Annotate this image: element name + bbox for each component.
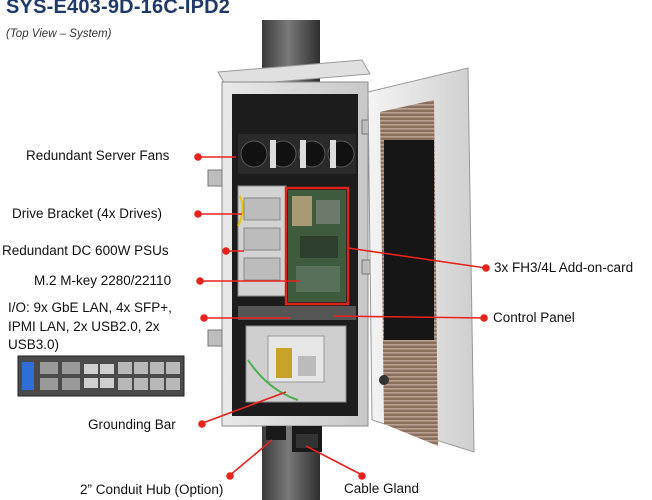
cable-glands [266, 426, 322, 452]
callout-addon-card: 3x FH3/4L Add-on-card [494, 260, 634, 275]
callout-psu: Redundant DC 600W PSUs [2, 243, 169, 258]
page-title: SYS-E403-9D-16C-IPD2 [6, 0, 231, 18]
callout-cable-gland: Cable Gland [344, 481, 420, 496]
drive-bracket [237, 185, 287, 297]
motherboard [284, 186, 350, 306]
callout-grounding: Grounding Bar [88, 417, 176, 432]
callout-drive-bracket: Drive Bracket (4x Drives) [12, 206, 163, 221]
open-door [367, 67, 475, 453]
callout-m2: M.2 M-key 2280/22110 [34, 273, 172, 288]
callout-io-line2: IPMI LAN, 2x USB2.0, 2x [8, 319, 160, 334]
page-subtitle: (Top View – System) [6, 28, 112, 40]
callout-fans: Redundant Server Fans [26, 148, 170, 163]
io-panel-image [17, 355, 185, 397]
callout-conduit: 2” Conduit Hub (Option) [80, 482, 224, 497]
server-fans [238, 134, 356, 174]
callout-io-line3: USB3.0) [8, 337, 60, 352]
callout-control-panel: Control Panel [493, 310, 575, 325]
callout-lines [194, 153, 490, 480]
callout-io-line1: I/O: 9x GbE LAN, 4x SFP+, [8, 300, 172, 315]
lower-compartment [238, 306, 356, 403]
addon-card-highlight [284, 186, 350, 306]
